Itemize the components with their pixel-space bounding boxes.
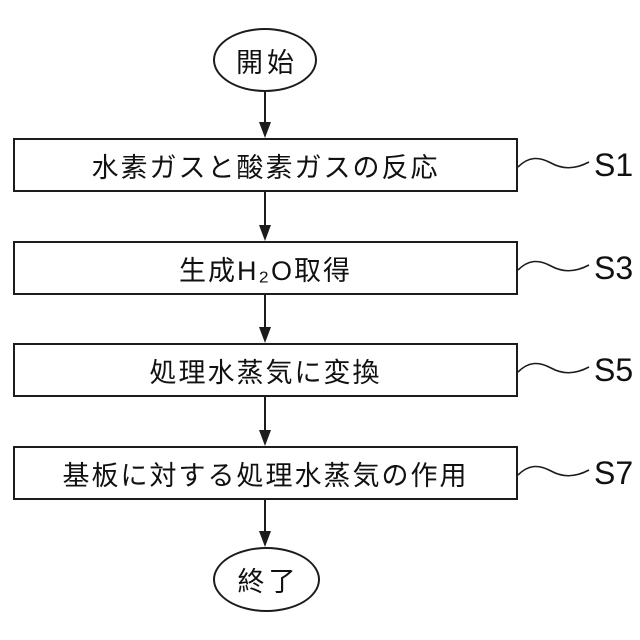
step-label-s1: 水素ガスと酸素ガスの反応 [91, 152, 440, 183]
step-ref-s3: S3 [594, 250, 634, 286]
step-label-s5: 処理水蒸気に変換 [149, 357, 382, 388]
step-box-s3: 生成H₂O取得 [13, 241, 518, 295]
step-box-s1: 水素ガスと酸素ガスの反応 [13, 138, 518, 192]
end-terminal: 終了 [213, 547, 320, 612]
start-terminal: 開始 [213, 28, 317, 92]
step-label-s3: 生成H₂O取得 [179, 255, 352, 286]
step-box-s7: 基板に対する処理水蒸気の作用 [13, 446, 518, 500]
reference-squiggle-icon [517, 157, 590, 169]
step-box-s5: 処理水蒸気に変換 [13, 343, 518, 397]
reference-squiggle-icon [517, 465, 590, 477]
step-ref-s5: S5 [594, 352, 634, 388]
step-ref-s1: S1 [594, 147, 634, 183]
start-terminal-label: 開始 [236, 47, 298, 78]
step-label-s7: 基板に対する処理水蒸気の作用 [62, 460, 469, 491]
reference-squiggle-icon [517, 362, 590, 374]
reference-squiggle-icon [517, 260, 590, 272]
flow-arrow-icon [259, 500, 271, 547]
step-ref-s7: S7 [594, 455, 634, 491]
end-terminal-label: 終了 [237, 567, 300, 597]
flow-arrow-icon [259, 92, 271, 138]
flow-arrow-icon [259, 397, 271, 446]
flow-arrow-icon [259, 192, 271, 241]
flow-arrow-icon [259, 295, 271, 343]
